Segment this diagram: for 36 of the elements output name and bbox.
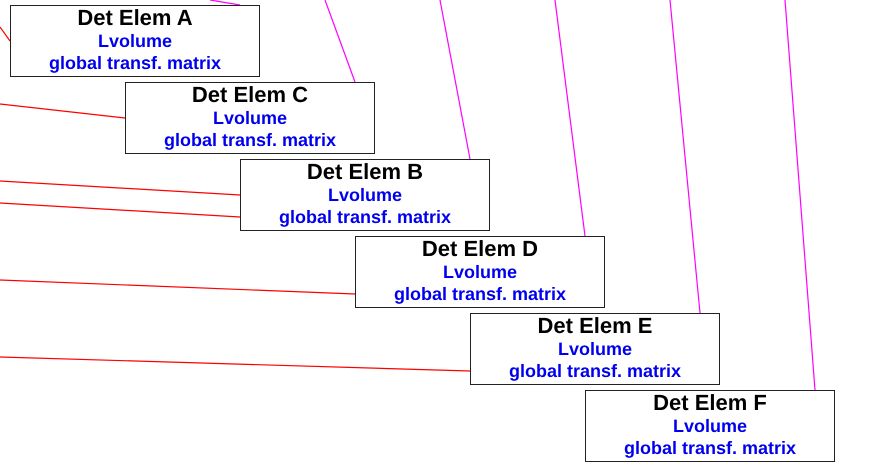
element-title: Det Elem F	[653, 391, 767, 415]
element-box	[240, 159, 490, 231]
matrix-label: global transf. matrix	[48, 52, 222, 74]
connector-line	[0, 202, 240, 218]
matrix-label: global transf. matrix	[508, 360, 682, 382]
element-box	[470, 313, 720, 385]
matrix-label: global transf. matrix	[394, 283, 566, 305]
connector-line	[784, 0, 816, 390]
connector-line	[210, 0, 240, 6]
connector-line	[439, 0, 471, 160]
connector-line	[0, 279, 356, 295]
connector-line	[554, 0, 586, 236]
volume-label: Lvolume	[98, 30, 172, 52]
volume-label: Lvolume	[212, 107, 287, 129]
volume-label: Lvolume	[442, 261, 517, 283]
connector-line	[324, 0, 356, 82]
element-box	[585, 390, 835, 462]
volume-label: Lvolume	[328, 184, 402, 206]
element-box	[10, 5, 260, 77]
matrix-label: global transf. matrix	[278, 206, 452, 228]
element-title: Det Elem E	[538, 314, 652, 338]
connector-line	[0, 180, 240, 196]
element-title: Det Elem A	[77, 6, 193, 30]
matrix-label: global transf. matrix	[164, 129, 336, 151]
element-box	[355, 236, 605, 308]
volume-label: Lvolume	[558, 338, 632, 360]
element-title: Det Elem C	[192, 83, 308, 107]
connector-line	[669, 0, 701, 314]
element-title: Det Elem B	[306, 160, 424, 184]
element-title: Det Elem D	[422, 237, 538, 261]
connector-line	[0, 26, 10, 42]
connector-line	[0, 103, 126, 119]
matrix-label: global transf. matrix	[624, 437, 796, 459]
element-box	[125, 82, 375, 154]
connector-line	[0, 356, 470, 372]
volume-label: Lvolume	[672, 415, 747, 437]
